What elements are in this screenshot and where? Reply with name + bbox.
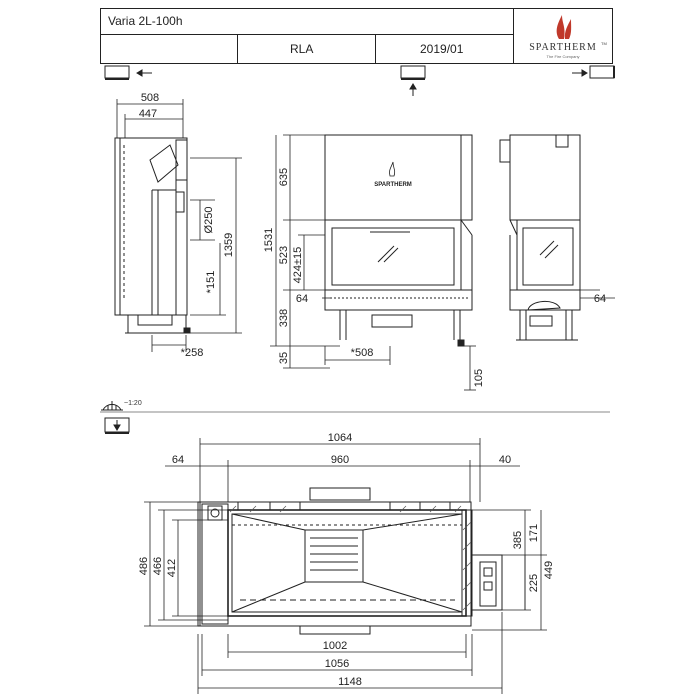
dim-front-338: 338 bbox=[278, 309, 290, 327]
right-side-view bbox=[499, 134, 581, 341]
dim-plan-486: 486 bbox=[138, 557, 150, 575]
drawing-date: 2019/01 bbox=[420, 42, 464, 56]
dim-plan-1056: 1056 bbox=[325, 658, 349, 670]
scale-icon bbox=[101, 401, 123, 411]
scale-label: ~1:20 bbox=[124, 400, 142, 407]
dim-side-250: Ø250 bbox=[203, 207, 215, 234]
model-name: Varia 2L-100h bbox=[108, 14, 183, 28]
dim-plan-960: 960 bbox=[331, 454, 349, 466]
dim-plan-412: 412 bbox=[166, 559, 178, 577]
dim-plan-1064: 1064 bbox=[328, 432, 352, 444]
plan-view bbox=[197, 487, 503, 635]
logo-wordmark: SPARTHERM bbox=[529, 42, 597, 53]
dim-plan-1002: 1002 bbox=[323, 640, 347, 652]
logo-tagline: The Fire Company bbox=[546, 54, 580, 59]
dim-plan-225: 225 bbox=[528, 574, 540, 592]
title-block-divider-h bbox=[100, 34, 514, 35]
dim-plan-171: 171 bbox=[528, 524, 540, 542]
side-view-dimensions bbox=[116, 99, 242, 352]
dim-front-635: 635 bbox=[278, 168, 290, 186]
dim-front-64: 64 bbox=[296, 293, 308, 305]
dim-side-258: *258 bbox=[181, 347, 204, 359]
plan-view-icon bbox=[104, 417, 130, 434]
dim-plan-449: 449 bbox=[543, 561, 555, 579]
spartherm-logo: SPARTHERM The Fire Company TM bbox=[513, 8, 613, 64]
dim-side-151: *151 bbox=[205, 271, 217, 294]
plan-hatch bbox=[229, 505, 472, 611]
dim-front-1531: 1531 bbox=[263, 228, 275, 252]
dim-front-35: 35 bbox=[278, 352, 290, 364]
dim-plan-1148: 1148 bbox=[338, 676, 362, 688]
side-view bbox=[114, 137, 191, 334]
dim-right-64: 64 bbox=[594, 293, 606, 305]
front-view-dimensions bbox=[270, 134, 476, 391]
dim-front-105: 105 bbox=[473, 369, 485, 387]
right-view-dimensions bbox=[580, 289, 615, 299]
title-block-divider-v2 bbox=[375, 34, 376, 64]
dim-plan-64: 64 bbox=[172, 454, 184, 466]
dim-plan-385: 385 bbox=[512, 531, 524, 549]
variant-code: RLA bbox=[290, 42, 314, 56]
view-top-icon bbox=[400, 65, 426, 96]
dim-side-508: 508 bbox=[141, 92, 159, 104]
front-flame-icon bbox=[389, 161, 396, 177]
dim-front-508: *508 bbox=[351, 347, 374, 359]
dim-plan-466: 466 bbox=[152, 557, 164, 575]
front-view bbox=[324, 134, 473, 347]
logo-trademark: TM bbox=[601, 41, 607, 46]
flame-icon bbox=[556, 15, 572, 39]
dim-side-447: 447 bbox=[139, 108, 157, 120]
dim-front-424: 424±15 bbox=[292, 247, 304, 284]
dim-side-1359: 1359 bbox=[223, 233, 235, 257]
view-left-icon bbox=[104, 65, 152, 80]
title-block-divider-v1 bbox=[237, 34, 238, 64]
front-badge: SPARTHERM bbox=[374, 182, 412, 188]
dim-front-523: 523 bbox=[278, 246, 290, 264]
dim-plan-40: 40 bbox=[499, 454, 511, 466]
view-right-icon bbox=[572, 65, 615, 79]
plan-view-dimensions bbox=[144, 438, 547, 694]
